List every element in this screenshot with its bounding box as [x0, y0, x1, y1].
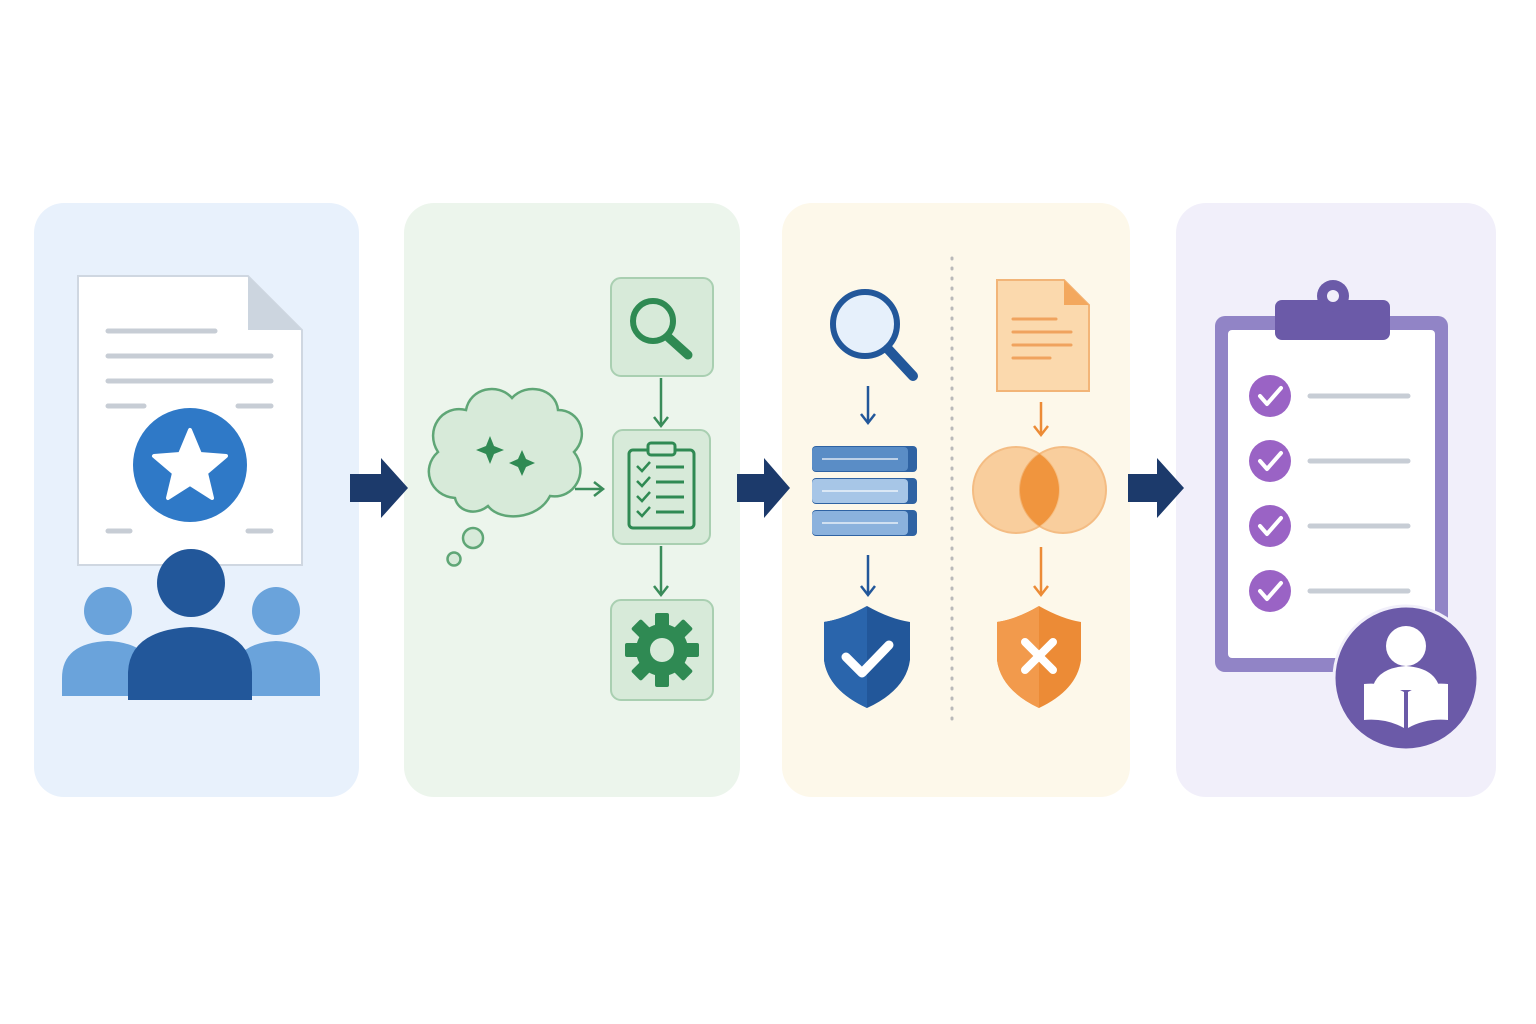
search-icon [830, 289, 918, 381]
checklist-item-2 [1249, 440, 1411, 482]
checklist-item-3 [1249, 505, 1411, 547]
reader-avatar-icon [1332, 604, 1480, 752]
clipboard-checklist-icon [627, 441, 696, 530]
stage-arrow-3 [1128, 458, 1184, 518]
overlap-circles-icon [972, 446, 1107, 534]
search-to-books-arrow [860, 386, 876, 426]
gear-icon [625, 613, 699, 687]
star-badge-icon [133, 408, 247, 522]
checklist-item-4 [1249, 570, 1411, 612]
overlap-to-shield-arrow [1033, 547, 1049, 598]
doc-to-overlap-arrow [1033, 402, 1049, 438]
shield-x-icon [997, 606, 1081, 708]
document-icon [996, 279, 1090, 392]
search-tile [610, 277, 714, 377]
checklist-item-1 [1249, 375, 1411, 417]
cloud-to-plan-arrow [575, 481, 606, 497]
thought-cloud-icon [427, 387, 584, 567]
user-group-icon [62, 549, 320, 700]
stage-arrow-1 [350, 458, 408, 518]
books-to-shield-arrow [860, 555, 876, 598]
stage-arrow-2 [737, 458, 790, 518]
search-icon [630, 298, 693, 360]
search-to-plan-arrow [653, 378, 669, 429]
shield-check-icon [824, 606, 910, 708]
plan-tile [612, 429, 711, 545]
plan-to-gear-arrow [653, 546, 669, 598]
book-stack-icon [812, 446, 917, 536]
